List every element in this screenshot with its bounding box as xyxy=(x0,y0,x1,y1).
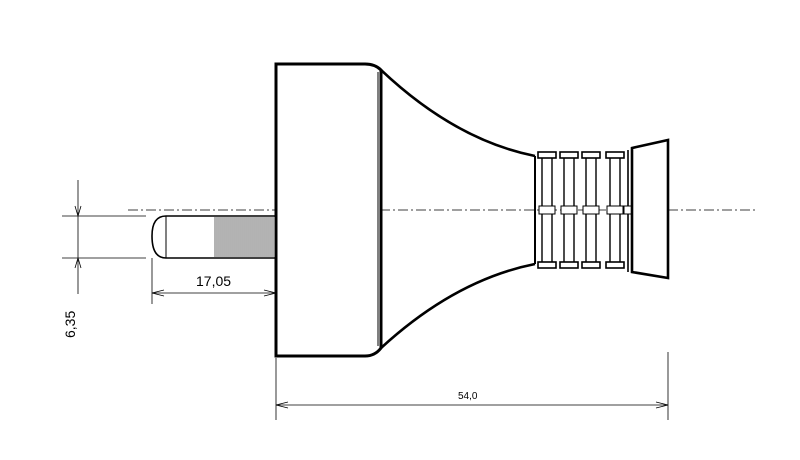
dimension-diameter-label: 6,35 xyxy=(62,311,78,338)
rib-bottom xyxy=(581,261,601,269)
rib-bottom xyxy=(559,261,579,269)
plug-end-cap xyxy=(630,138,670,280)
rib-top xyxy=(581,151,601,159)
pin-knurling xyxy=(214,217,274,257)
rib-bottom xyxy=(605,261,625,269)
rib-mid xyxy=(560,205,578,215)
grip-ribs xyxy=(534,150,633,272)
dimension-overall-length-label: 54,0 xyxy=(458,391,478,402)
plug-body xyxy=(380,69,536,349)
rib-top xyxy=(559,151,579,159)
rib-top xyxy=(605,151,625,159)
rib-top xyxy=(537,151,557,159)
rib-segments xyxy=(537,150,633,272)
rib-mid xyxy=(582,205,600,215)
plug-pin xyxy=(151,215,276,259)
dimension-pin-length-label: 17,05 xyxy=(196,273,231,289)
rib-bottom xyxy=(537,261,557,269)
plug-flange xyxy=(274,62,383,358)
rib-mid xyxy=(538,205,556,215)
rib-mid xyxy=(606,205,624,215)
dimension-pin-length xyxy=(151,258,277,304)
dimension-diameter xyxy=(62,180,146,294)
dimension-overall-length xyxy=(275,352,669,420)
